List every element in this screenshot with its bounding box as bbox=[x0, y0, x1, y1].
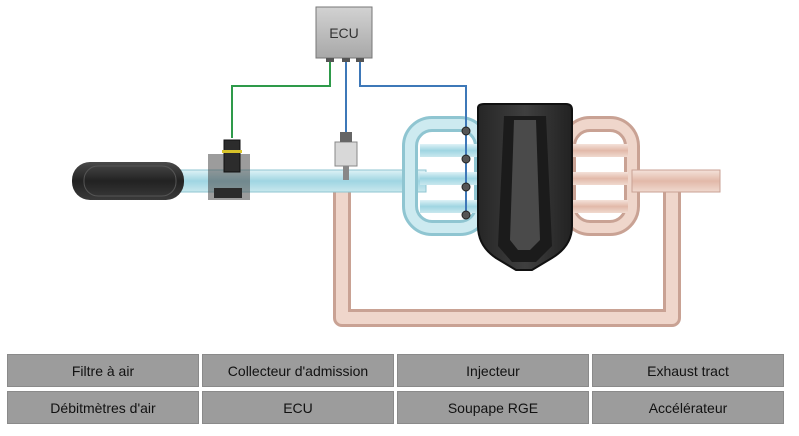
ecu-box-label: ECU bbox=[329, 25, 359, 41]
label-intake-manifold[interactable]: Collecteur d'admission bbox=[202, 354, 394, 387]
airflow-meter-icon bbox=[208, 139, 250, 200]
label-egr-valve[interactable]: Soupape RGE bbox=[397, 391, 589, 424]
sensor-wire bbox=[231, 58, 331, 138]
engine-block-icon bbox=[477, 103, 573, 271]
air-filter-icon bbox=[72, 162, 184, 200]
exhaust-manifold bbox=[560, 116, 640, 236]
injector-icon bbox=[461, 126, 471, 220]
label-exhaust-tract[interactable]: Exhaust tract bbox=[592, 354, 784, 387]
engine-diagram: ECU bbox=[72, 6, 721, 327]
egr-return-pipe bbox=[333, 178, 681, 327]
egr-valve-icon bbox=[334, 132, 358, 180]
label-grid: Filtre à air Collecteur d'admission Inje… bbox=[7, 354, 784, 424]
label-accelerator[interactable]: Accélérateur bbox=[592, 391, 784, 424]
label-air-filter[interactable]: Filtre à air bbox=[7, 354, 199, 387]
intake-manifold bbox=[402, 116, 490, 236]
injector-control-wire bbox=[359, 58, 467, 214]
label-airflow-meter[interactable]: Débitmètres d'air bbox=[7, 391, 199, 424]
exhaust-tract bbox=[631, 169, 721, 193]
ecu-box-icon: ECU bbox=[315, 6, 373, 62]
label-injector[interactable]: Injecteur bbox=[397, 354, 589, 387]
label-ecu[interactable]: ECU bbox=[202, 391, 394, 424]
